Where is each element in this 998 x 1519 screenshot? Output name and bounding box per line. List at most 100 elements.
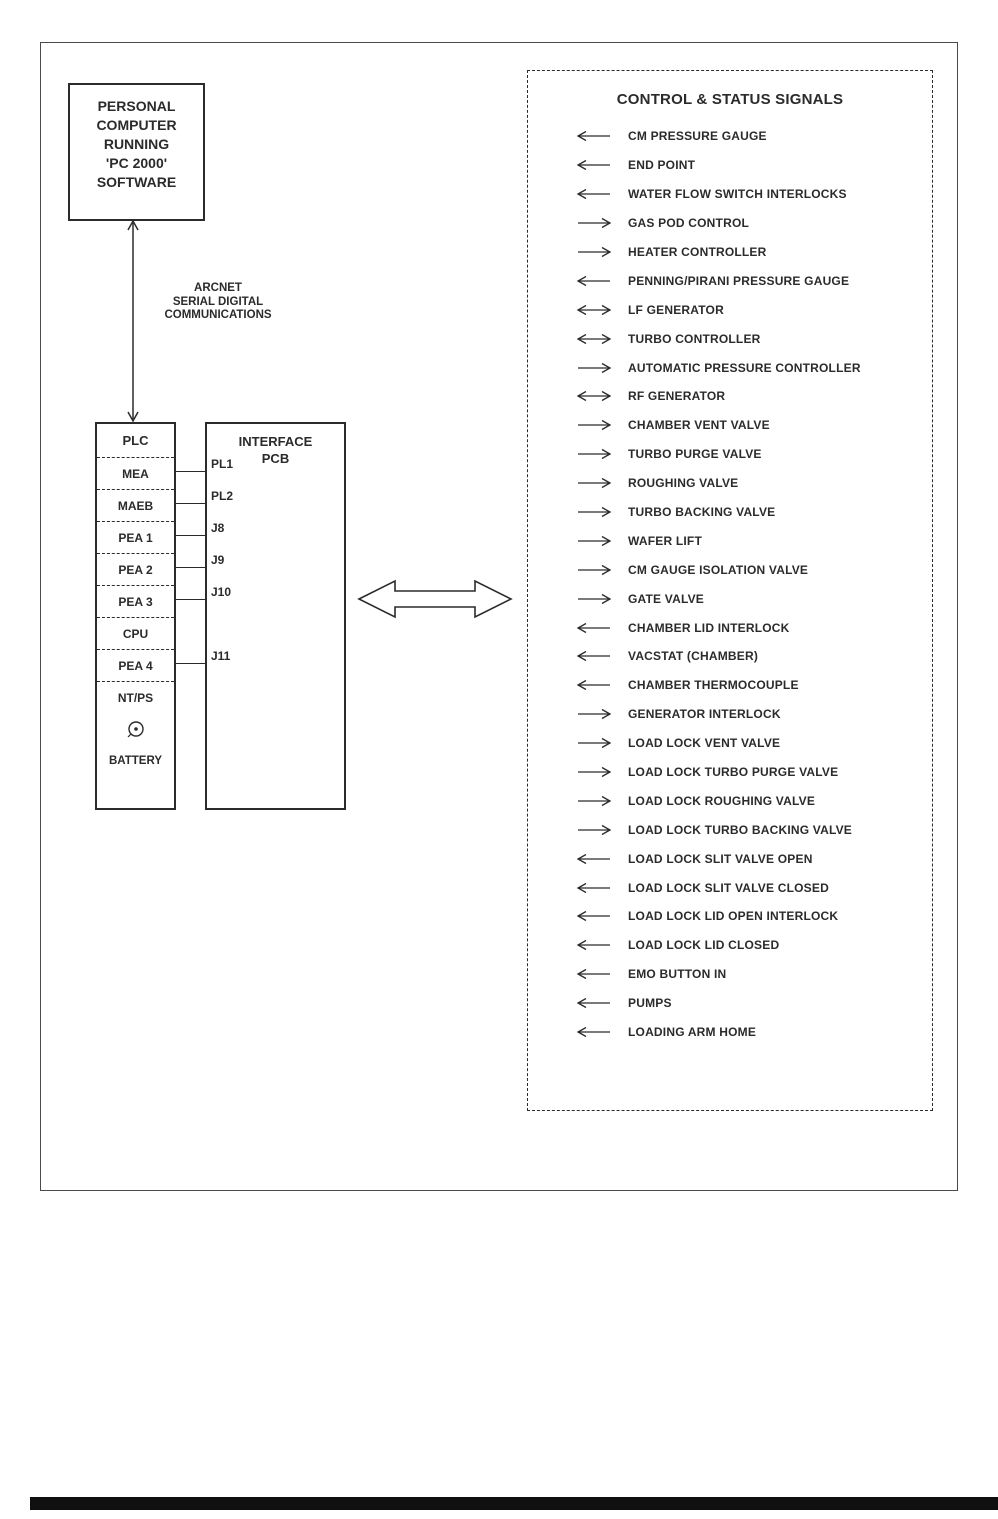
signal-direction bbox=[575, 159, 613, 171]
signal-label: LOAD LOCK LID CLOSED bbox=[628, 938, 780, 953]
right-arrow-icon bbox=[578, 738, 612, 749]
right-arrow-icon bbox=[578, 246, 612, 258]
signal-row: CHAMBER LID INTERLOCK bbox=[575, 613, 925, 642]
signal-row: VACSTAT (CHAMBER) bbox=[575, 642, 925, 671]
signal-direction bbox=[575, 275, 613, 287]
signal-label: GAS POD CONTROL bbox=[628, 216, 750, 231]
bus-double-arrow bbox=[357, 579, 513, 619]
right-arrow-icon bbox=[578, 506, 612, 518]
connector-label-j8: J8 bbox=[211, 521, 225, 535]
signal-direction bbox=[575, 968, 613, 980]
left-arrow-icon bbox=[576, 275, 610, 286]
signal-direction bbox=[575, 593, 613, 605]
signal-direction bbox=[575, 304, 613, 316]
signal-label: TURBO PURGE VALVE bbox=[628, 447, 762, 462]
signal-direction bbox=[575, 795, 613, 807]
signal-direction bbox=[575, 910, 613, 922]
signal-direction bbox=[575, 188, 613, 200]
signal-row: GAS POD CONTROL bbox=[575, 209, 925, 238]
signal-direction bbox=[575, 1026, 613, 1038]
signal-label: LOAD LOCK VENT VALVE bbox=[628, 736, 781, 751]
left-arrow-icon bbox=[576, 680, 610, 691]
signal-direction bbox=[575, 679, 613, 691]
left-arrow-icon bbox=[576, 969, 610, 980]
signal-direction bbox=[575, 390, 613, 402]
signal-label: ROUGHING VALVE bbox=[628, 476, 739, 491]
signal-label: LOADING ARM HOME bbox=[628, 1025, 757, 1040]
signal-label: RF GENERATOR bbox=[628, 389, 726, 404]
signal-row: LOADING ARM HOME bbox=[575, 1018, 925, 1047]
plc-row-pea1: PEA 1 bbox=[97, 521, 174, 553]
signal-direction bbox=[575, 419, 613, 431]
signal-label: LOAD LOCK TURBO BACKING VALVE bbox=[628, 822, 853, 837]
plc-row-pea4: PEA 4 bbox=[97, 649, 174, 681]
plc-row-pea3: PEA 3 bbox=[97, 585, 174, 617]
signal-label: CHAMBER VENT VALVE bbox=[628, 418, 770, 433]
left-arrow-icon bbox=[576, 882, 610, 893]
double-arrow-icon bbox=[576, 304, 612, 315]
signals-title: CONTROL & STATUS SIGNALS bbox=[616, 91, 844, 108]
signal-row: LOAD LOCK TURBO PURGE VALVE bbox=[575, 758, 925, 787]
signal-row: LOAD LOCK LID OPEN INTERLOCK bbox=[575, 902, 925, 931]
signal-label: LOAD LOCK SLIT VALVE OPEN bbox=[628, 851, 813, 866]
signal-row: CHAMBER THERMOCOUPLE bbox=[575, 671, 925, 700]
signal-direction bbox=[575, 333, 613, 345]
signal-direction bbox=[575, 130, 613, 142]
right-arrow-icon bbox=[578, 478, 612, 489]
connector-label-pl1: PL1 bbox=[211, 457, 234, 471]
signal-row: PUMPS bbox=[575, 989, 925, 1018]
signal-row: PENNING/PIRANI PRESSURE GAUGE bbox=[575, 266, 925, 295]
connector-label-j9: J9 bbox=[211, 553, 225, 567]
signal-direction bbox=[575, 448, 613, 460]
signal-label: PUMPS bbox=[628, 996, 672, 1011]
left-arrow-icon bbox=[576, 998, 610, 1009]
right-arrow-icon bbox=[578, 218, 612, 229]
signal-label: END POINT bbox=[628, 158, 696, 173]
plc-row-pea2: PEA 2 bbox=[97, 553, 174, 585]
left-arrow-icon bbox=[576, 189, 610, 200]
signal-label: GATE VALVE bbox=[628, 591, 705, 606]
connector-label-pl2: PL2 bbox=[211, 489, 234, 503]
battery-icon bbox=[127, 721, 144, 738]
signal-direction bbox=[575, 939, 613, 951]
signal-row: ROUGHING VALVE bbox=[575, 469, 925, 498]
connector-line-pl2 bbox=[176, 503, 205, 504]
connector-line-j11 bbox=[176, 663, 205, 664]
right-arrow-icon bbox=[578, 420, 612, 431]
signal-direction bbox=[575, 622, 613, 634]
left-arrow-icon bbox=[576, 622, 610, 633]
signal-direction bbox=[575, 217, 613, 229]
right-arrow-icon bbox=[578, 449, 612, 460]
signal-direction bbox=[575, 246, 613, 258]
signal-row: LF GENERATOR bbox=[575, 295, 925, 324]
connector-label-j11: J11 bbox=[211, 649, 231, 663]
signal-direction bbox=[575, 708, 613, 720]
signal-direction bbox=[575, 766, 613, 778]
right-arrow-icon bbox=[578, 709, 612, 720]
signal-direction bbox=[575, 997, 613, 1009]
signal-label: LOAD LOCK ROUGHING VALVE bbox=[628, 793, 816, 808]
connector-line-j8 bbox=[176, 535, 205, 536]
signal-row: WATER FLOW SWITCH INTERLOCKS bbox=[575, 180, 925, 209]
signal-label: CM GAUGE ISOLATION VALVE bbox=[628, 562, 809, 577]
battery-label: BATTERY bbox=[108, 755, 163, 767]
signal-row: EMO BUTTON IN bbox=[575, 960, 925, 989]
signal-label: WAFER LIFT bbox=[628, 533, 702, 548]
plc-box: PLC MEA MAEB PEA 1 PEA 2 PEA 3 CPU PEA 4… bbox=[95, 422, 176, 810]
signal-row: TURBO CONTROLLER bbox=[575, 324, 925, 353]
left-arrow-icon bbox=[576, 1026, 610, 1038]
signal-direction bbox=[575, 506, 613, 518]
signal-row: AUTOMATIC PRESSURE CONTROLLER bbox=[575, 353, 925, 382]
plc-row-mea: MEA bbox=[97, 457, 174, 489]
signal-row: GATE VALVE bbox=[575, 584, 925, 613]
signal-label: AUTOMATIC PRESSURE CONTROLLER bbox=[628, 360, 861, 375]
connector-line-pl1 bbox=[176, 471, 205, 472]
signal-direction bbox=[575, 882, 613, 894]
signal-row: END POINT bbox=[575, 151, 925, 180]
left-arrow-icon bbox=[576, 160, 610, 171]
double-arrow-icon bbox=[576, 333, 612, 344]
signal-label: TURBO BACKING VALVE bbox=[628, 505, 776, 520]
plc-row-cpu: CPU bbox=[97, 617, 174, 649]
signal-direction bbox=[575, 564, 613, 576]
